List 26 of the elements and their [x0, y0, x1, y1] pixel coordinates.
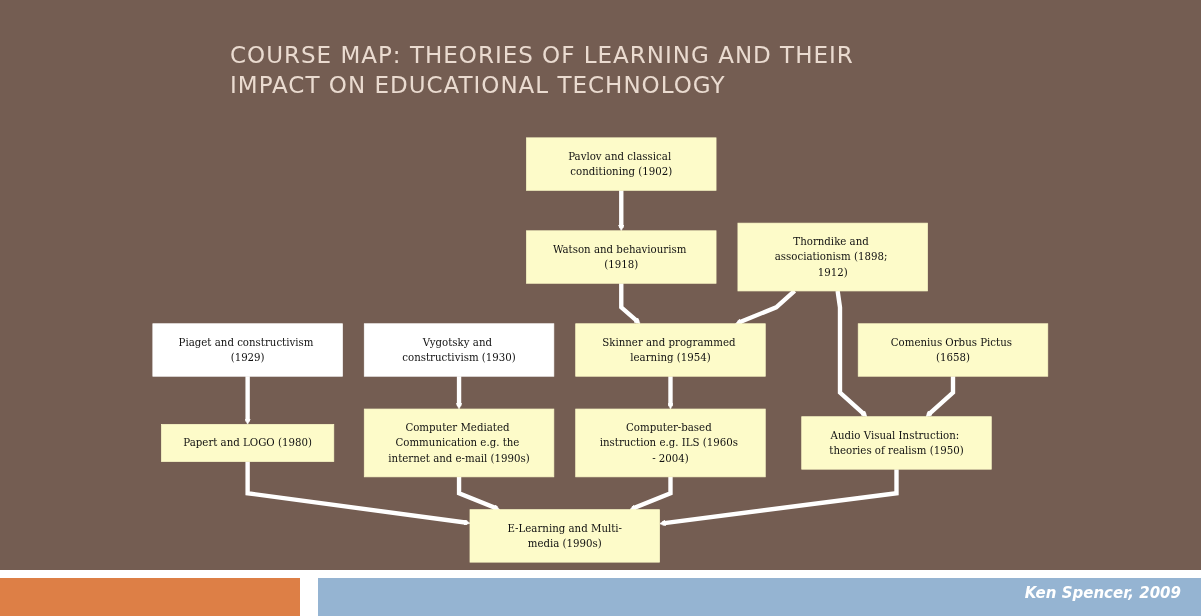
arrow	[244, 376, 251, 425]
arrow	[735, 289, 797, 325]
arrow	[618, 190, 625, 232]
node-box: E-Learning and Multi-media (1990s)	[469, 509, 661, 563]
node-box: Watson and behaviourism (1918)	[526, 230, 717, 284]
arrow	[629, 476, 673, 511]
arrow	[835, 290, 868, 417]
node-box: Skinner and programmed learning (1954)	[575, 323, 766, 377]
arrow	[925, 376, 956, 417]
node-box: Comenius Orbus Pictus (1658)	[858, 323, 1049, 377]
node-box: Computer-based instruction e.g. ILS (1960s - 2004)	[575, 408, 766, 478]
node-box: Pavlov and classical conditioning (1902)	[526, 137, 717, 191]
node-box: Piaget and constructivism (1929)	[152, 323, 343, 377]
arrow	[667, 376, 674, 410]
node-box: Vygotsky and constructivism (1930)	[364, 323, 555, 377]
node-box: Computer Mediated Communication e.g. the internet and e-mail (1990s)	[364, 408, 555, 478]
arrow	[457, 476, 501, 511]
node-box: Papert and LOGO (1980)	[161, 424, 335, 462]
arrow	[619, 283, 641, 325]
author-credit: Ken Spencer, 2009	[1024, 584, 1181, 602]
title: COURSE MAP: THEORIES OF LEARNING AND THEIR IMPACT ON EDUCATIONAL TECHNOLOGY	[230, 41, 855, 100]
node-box: Audio Visual Instruction: theories of realism (1950)	[801, 416, 992, 470]
arrow	[456, 376, 463, 410]
node-box: Thorndike and associationism (1898; 1912)	[737, 222, 929, 292]
arrow	[245, 461, 471, 526]
arrow	[659, 469, 899, 527]
